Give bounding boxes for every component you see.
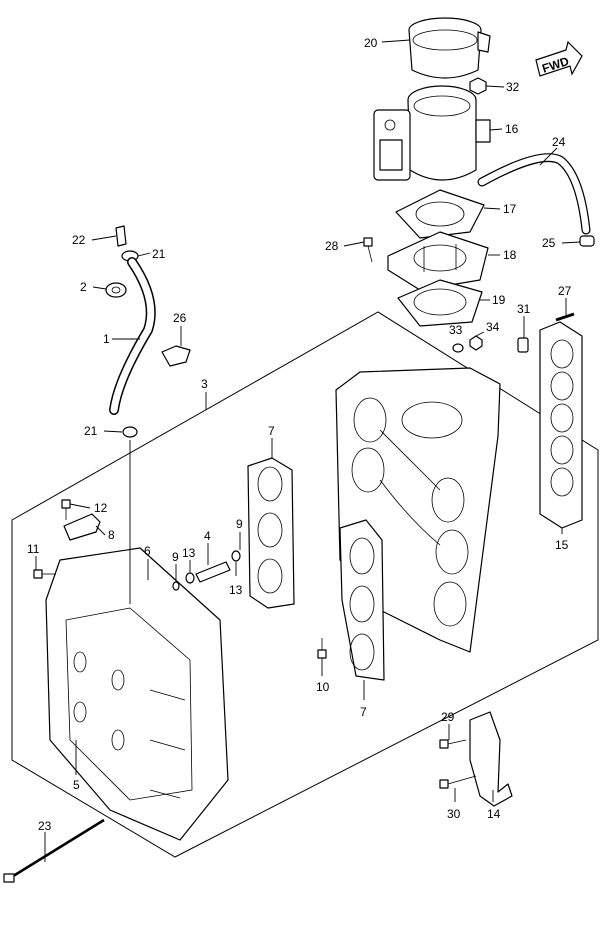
- callout-25: 25: [542, 236, 556, 250]
- fwd-arrow-badge: FWD: [535, 40, 583, 77]
- callout-23: 23: [38, 819, 52, 833]
- callout-14: 14: [487, 807, 501, 821]
- callout-21-upper: 21: [152, 247, 166, 261]
- washer-33: [452, 343, 464, 353]
- callout-30: 30: [447, 807, 461, 821]
- gasket-7-front: [339, 519, 385, 681]
- callout-17: 17: [503, 202, 517, 216]
- bolt-10: [317, 638, 327, 659]
- callout-21-lower: 21: [84, 424, 98, 438]
- hose-24: [477, 153, 591, 235]
- callout-11: 11: [27, 542, 40, 556]
- callout-7-front: 7: [360, 705, 367, 719]
- callout-28: 28: [325, 239, 339, 253]
- callout-15: 15: [555, 538, 569, 552]
- gasket-15: [539, 321, 583, 529]
- throttle-body-16: [373, 85, 491, 181]
- bolt-11: [33, 569, 56, 579]
- sleeve-4: [195, 561, 231, 583]
- assembly-frame: [11, 311, 599, 858]
- callout-6: 6: [144, 544, 151, 558]
- o-ring-9: [172, 581, 180, 591]
- clamp-21-lower: [122, 426, 138, 438]
- callout-19: 19: [492, 293, 506, 307]
- callout-2: 2: [80, 280, 87, 294]
- hose-1: [109, 257, 156, 415]
- callout-4: 4: [204, 529, 211, 543]
- nut-32: [469, 77, 487, 95]
- callout-34: 34: [486, 320, 500, 334]
- gasket-17: [395, 189, 485, 239]
- bracket-14: [469, 711, 513, 807]
- screw-12: [61, 499, 71, 520]
- callout-31: 31: [517, 302, 531, 316]
- callout-3: 3: [201, 377, 208, 391]
- callout-9-lower: 9: [172, 550, 179, 564]
- callout-12: 12: [94, 501, 108, 515]
- gasket-7-rear: [247, 457, 295, 609]
- callout-20: 20: [364, 36, 378, 50]
- o-ring-13b: [231, 550, 241, 562]
- callout-1: 1: [103, 332, 110, 346]
- gasket-19: [397, 279, 483, 327]
- bolt-29: [439, 739, 467, 749]
- manifold-cover-6: [45, 547, 229, 841]
- sensor-8: [63, 513, 101, 541]
- callout-27: 27: [558, 284, 572, 298]
- stud-27: [555, 312, 575, 322]
- callout-7-rear: 7: [268, 424, 275, 438]
- callout-10: 10: [316, 680, 330, 694]
- grommet-2: [105, 282, 127, 298]
- callout-24: 24: [552, 135, 566, 149]
- callout-8: 8: [108, 528, 115, 542]
- bolt-23: [3, 818, 105, 883]
- callout-32: 32: [506, 80, 520, 94]
- leader-lines: [35, 39, 581, 862]
- callout-13-right: 13: [229, 583, 243, 597]
- fitting-22: [115, 225, 127, 247]
- callout-13-left: 13: [182, 546, 196, 560]
- o-ring-13a: [185, 572, 195, 584]
- clip-26: [161, 345, 191, 367]
- throttle-adapter-18: [387, 231, 489, 291]
- pin-31: [517, 337, 529, 353]
- callout-5: 5: [73, 778, 80, 792]
- callout-16: 16: [505, 122, 519, 136]
- callout-labels: 20 32 16 24 17 22 21 28 18 25 2 19 27 26…: [27, 36, 572, 833]
- callout-26: 26: [173, 311, 187, 325]
- intake-duct-20: [408, 17, 491, 79]
- nut-34: [469, 335, 483, 351]
- callout-9-upper: 9: [236, 517, 243, 531]
- callout-18: 18: [503, 248, 517, 262]
- bolt-30: [439, 775, 477, 789]
- callout-22: 22: [72, 233, 86, 247]
- callout-29: 29: [441, 710, 455, 724]
- bolt-28: [363, 237, 373, 263]
- clamp-25: [579, 235, 595, 247]
- callout-33: 33: [449, 323, 463, 337]
